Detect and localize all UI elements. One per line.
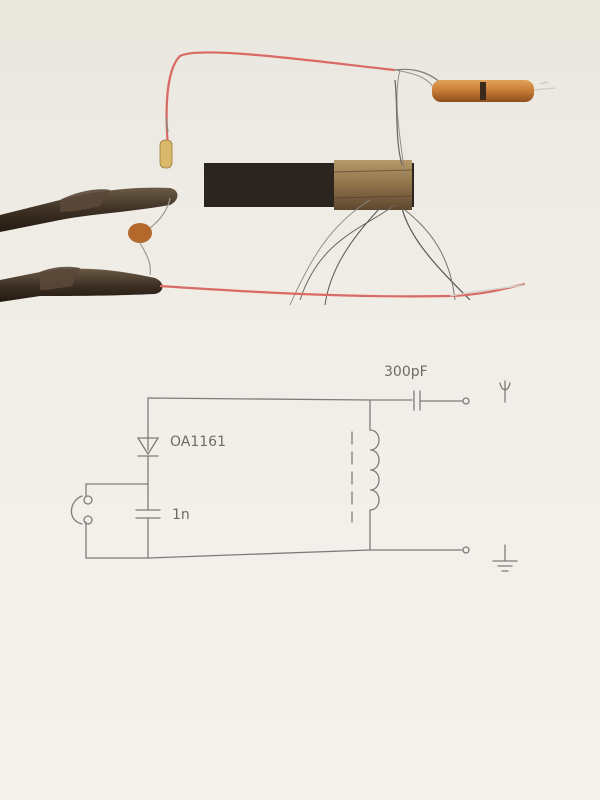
coil-symbol — [369, 399, 380, 551]
antenna-terminal — [462, 397, 470, 405]
coupling-capacitor-label: 300pF — [384, 364, 428, 380]
schematic-drawing — [70, 380, 518, 572]
diode-label: OA1161 — [170, 434, 226, 450]
coil-winding — [334, 160, 412, 210]
yellow-component — [159, 139, 173, 169]
red-wire-bottom — [159, 282, 526, 298]
alligator-clip-upper — [0, 187, 178, 232]
ground-symbol — [492, 544, 518, 572]
headphone-symbol — [85, 483, 149, 559]
coupling-capacitor-symbol — [413, 390, 463, 411]
capacitor-label: 1n — [172, 507, 190, 523]
capacitor-1n-symbol — [135, 483, 161, 559]
photo-components — [0, 51, 556, 306]
antenna-symbol — [499, 380, 511, 403]
diode-symbol — [136, 437, 160, 485]
schematic-bottom-wire — [147, 549, 463, 559]
ceramic-capacitor — [128, 223, 152, 243]
red-wire-top — [165, 51, 396, 149]
ground-terminal — [462, 546, 470, 554]
alligator-clip-lower — [0, 268, 163, 302]
small-diode — [165, 117, 169, 133]
